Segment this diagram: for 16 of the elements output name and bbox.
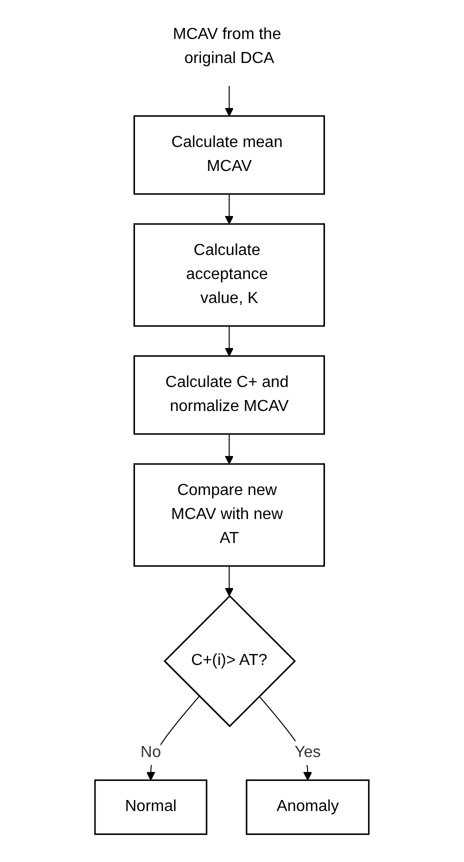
- node-box: Calculate mean MCAV: [134, 115, 326, 195]
- arrow: [146, 696, 200, 781]
- node-box: Calculate C+ and normalize MCAV: [134, 355, 326, 435]
- edge-label: Yes: [294, 744, 321, 762]
- arrow: [224, 566, 234, 596]
- arrow: [224, 86, 234, 116]
- arrow: [224, 326, 234, 356]
- arrow: [224, 434, 234, 464]
- node-box: Calculate acceptance value, K: [134, 223, 326, 327]
- node-box: Normal: [94, 779, 208, 835]
- node-text: MCAV from the original DCA: [173, 26, 282, 67]
- node-box: Compare new MCAV with new AT: [134, 463, 326, 567]
- edge-label: No: [140, 744, 162, 762]
- node-diamond: C+(i)> AT?: [164, 594, 296, 728]
- node-box: Anomaly: [246, 779, 370, 835]
- arrow: [224, 194, 234, 224]
